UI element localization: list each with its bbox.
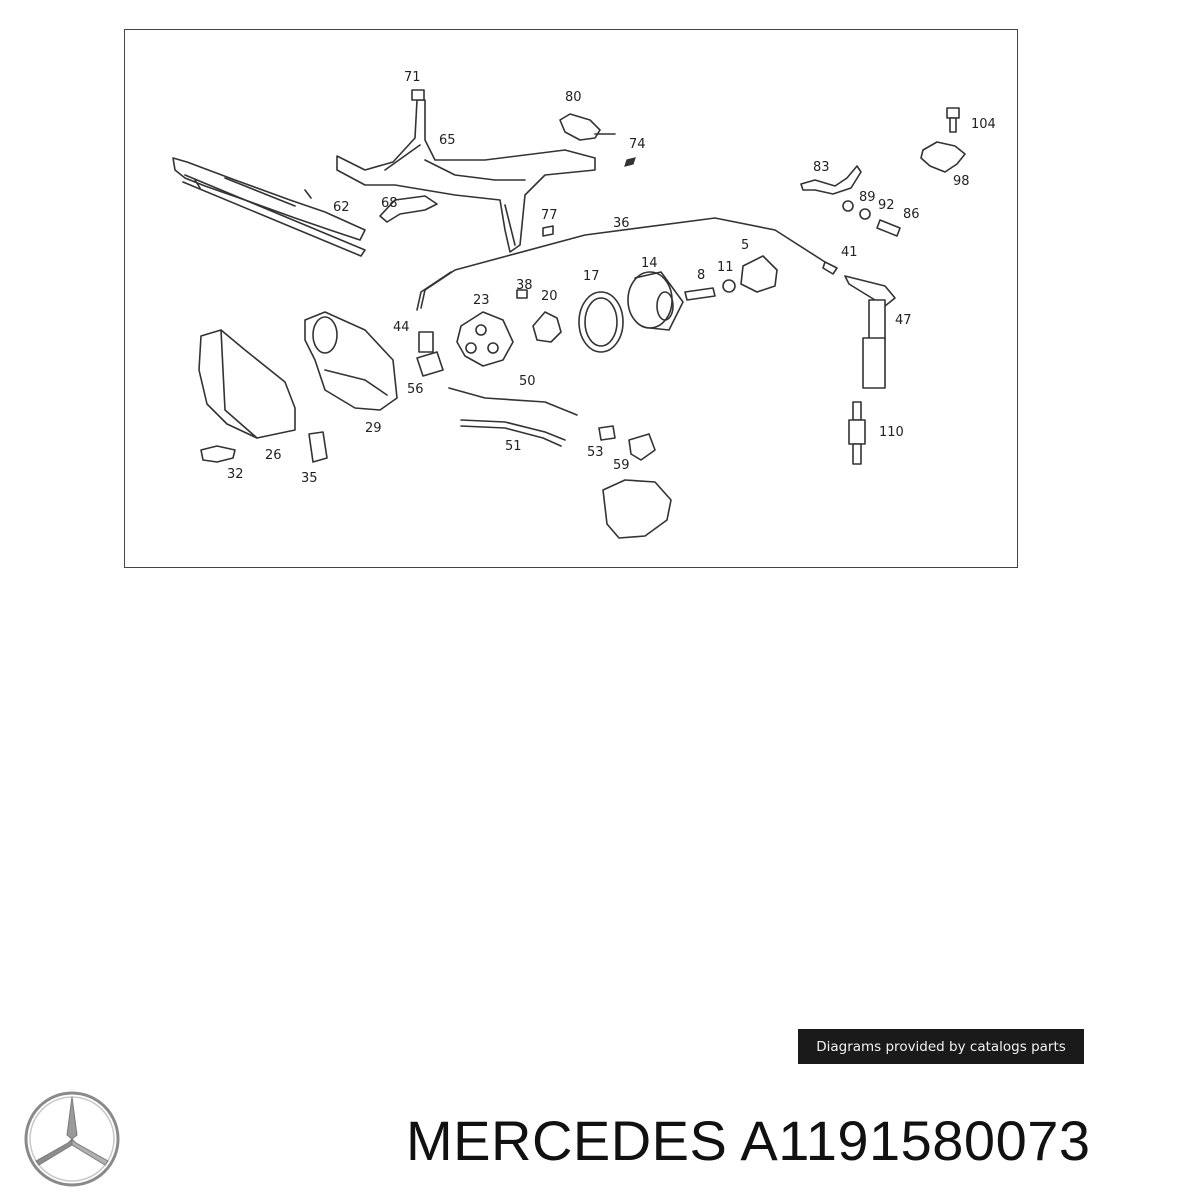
part-89-washer [842,200,854,212]
part-83-bracket [800,165,862,195]
callout-44: 44 [393,320,410,335]
callout-20: 20 [541,289,558,304]
callout-62: 62 [333,200,350,215]
part-50-hose [448,387,578,416]
callout-71: 71 [404,70,421,85]
callout-23: 23 [473,293,490,308]
callout-14: 14 [641,256,658,271]
part-104-bolt [946,107,960,133]
part-17-seal-ring [578,291,624,353]
part-53-fitting [598,425,616,441]
part-110-spark-plug [848,401,866,465]
callout-68: 68 [381,196,398,211]
callout-80: 80 [565,90,582,105]
part-8-bolt [684,287,716,301]
credit-banner: Diagrams provided by catalogs parts [798,1029,1084,1064]
part-5-flange [740,255,778,293]
part-62-bracket [172,157,366,257]
part-44-connector [418,331,434,353]
callout-8: 8 [697,268,705,283]
part-11-washer [722,279,736,293]
callout-98: 98 [953,174,970,189]
callout-5: 5 [741,238,749,253]
part-71-clip [411,89,425,101]
callout-65: 65 [439,133,456,148]
parts-diagram-drawing: 71 80 104 65 74 83 98 62 68 89 92 86 77 … [172,70,996,539]
callout-47: 47 [895,313,912,328]
callout-59: 59 [613,458,630,473]
callout-32: 32 [227,467,244,482]
part-26-cover [198,329,296,439]
part-32-bolt [200,445,236,463]
part-98-bracket [920,141,966,173]
part-68-bracket [379,195,438,223]
callout-110: 110 [879,425,904,440]
callout-104: 104 [971,117,996,132]
callout-35: 35 [301,471,318,486]
callout-50: 50 [519,374,536,389]
control-module [602,479,672,539]
callout-26: 26 [265,448,282,463]
callout-36: 36 [613,216,630,231]
parts-diagram: 71 80 104 65 74 83 98 62 68 89 92 86 77 … [124,29,1018,568]
callout-29: 29 [365,421,382,436]
part-41-connector [822,261,838,275]
part-38-clip [516,289,528,299]
part-20-rotor [532,311,562,343]
part-47-plug-boot [844,275,896,389]
part-56-connector [416,351,444,377]
callout-41: 41 [841,245,858,260]
part-14-cover [627,271,684,331]
callout-92: 92 [878,198,895,213]
callout-83: 83 [813,160,830,175]
part-51-hose [460,419,566,441]
part-86-bolt [876,219,901,237]
callout-38: 38 [516,278,533,293]
part-77-clip [542,225,554,237]
part-92-washer [859,208,871,220]
part-80-sensor [559,113,601,141]
callout-51: 51 [505,439,522,454]
part-65-frame [336,99,596,253]
part-29-housing [304,311,398,411]
callout-17: 17 [583,269,600,284]
part-59-cap [628,433,656,461]
part-74-clip [624,157,636,167]
part-title: MERCEDES A1191580073 [406,1106,1191,1176]
callout-86: 86 [903,207,920,222]
callout-53: 53 [587,445,604,460]
part-23-distributor-cap [456,311,514,367]
part-number: A1191580073 [740,1109,1091,1172]
mercedes-star-icon [24,1091,120,1187]
brand-name: MERCEDES [406,1109,728,1172]
callout-89: 89 [859,190,876,205]
callout-56: 56 [407,382,424,397]
callout-77: 77 [541,208,558,223]
callout-74: 74 [629,137,646,152]
part-35-clip [308,431,328,463]
callout-11: 11 [717,260,734,275]
